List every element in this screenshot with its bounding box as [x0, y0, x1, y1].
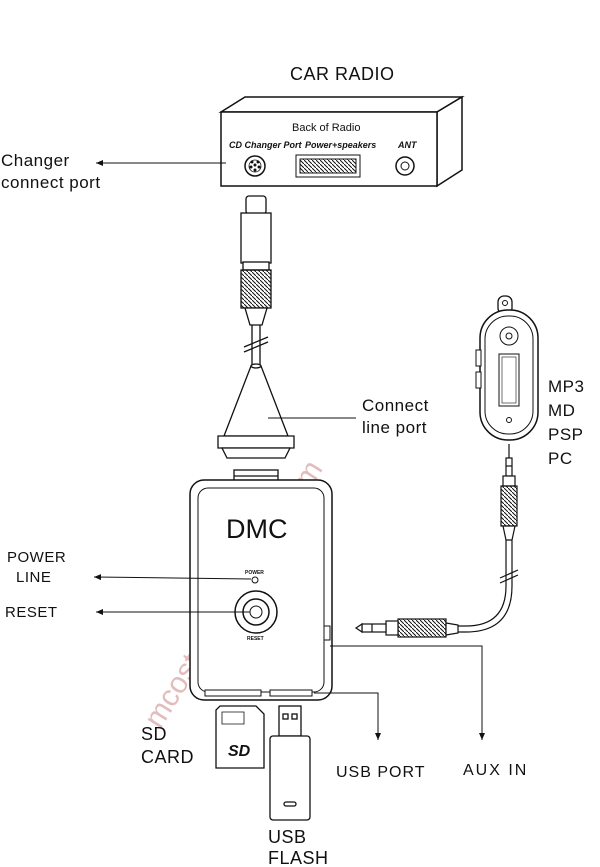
cone-connector — [217, 363, 295, 485]
connect-port-label: connect port — [1, 173, 101, 192]
connect-label: Connect — [362, 396, 429, 415]
device-list: MP3 MD PSP PC — [548, 377, 584, 468]
bottom-slots — [204, 689, 313, 697]
usb-port-label: USB PORT — [336, 764, 426, 781]
device-mp3: MP3 — [548, 377, 584, 396]
dmc-unit — [189, 479, 333, 701]
sd-card — [215, 705, 265, 769]
usb-port-arrow — [314, 692, 381, 740]
power-led-label: POWER — [245, 570, 264, 576]
dmc-brand: DMC — [226, 514, 288, 544]
antenna-socket — [395, 156, 415, 176]
power-line-arrow — [93, 574, 252, 581]
din-plug — [240, 195, 272, 326]
line-label: LINE — [16, 569, 51, 586]
device-md: MD — [548, 401, 575, 420]
power-speakers-connector — [295, 154, 361, 178]
aux-in-label: AUX IN — [463, 762, 528, 779]
card-label: CARD — [141, 747, 194, 767]
car-radio-title: CAR RADIO — [290, 64, 395, 84]
reset-label: RESET — [5, 604, 58, 621]
power-label: POWER — [7, 549, 66, 566]
usb-label: USB — [268, 827, 307, 847]
aux-jack — [323, 625, 331, 641]
ant-label: ANT — [397, 140, 418, 150]
flash-label: FLASH — [268, 848, 329, 867]
cd-changer-port-label: CD Changer Port — [229, 140, 303, 150]
mp3-player — [475, 295, 539, 441]
sd-card-logo: SD — [228, 743, 251, 760]
back-of-radio-caption: Back of Radio — [292, 122, 360, 134]
power-speakers-label: Power+speakers — [305, 140, 376, 150]
line-port-label: line port — [362, 418, 427, 437]
cd-changer-port — [244, 155, 266, 177]
aux-cable — [354, 444, 519, 638]
device-psp: PSP — [548, 425, 584, 444]
changer-label: Changer — [1, 151, 70, 170]
device-pc: PC — [548, 449, 573, 468]
reset-button-label: RESET — [247, 636, 264, 642]
aux-in-arrow — [330, 645, 485, 740]
reset-button[interactable] — [234, 590, 278, 634]
sd-label: SD — [141, 724, 167, 744]
din-cable — [243, 325, 269, 366]
usb-flash-drive — [269, 705, 311, 821]
power-led — [251, 576, 259, 584]
